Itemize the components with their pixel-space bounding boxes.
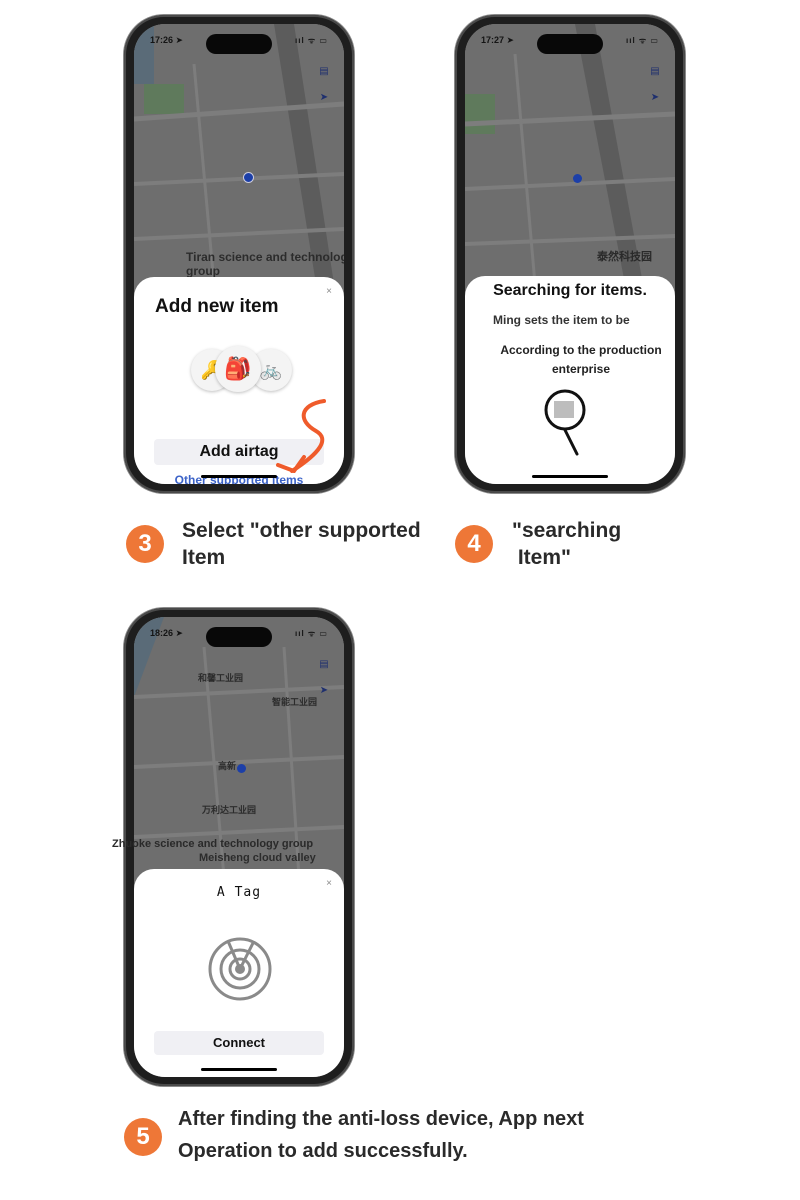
connect-button[interactable]: Connect [154,1031,324,1055]
status-time: 17:27 ➤ [481,35,515,45]
sheet-title: Add new item [155,296,279,317]
sheet-title: A Tag [216,885,262,900]
map-label-group: Tiran science and technology group [186,250,344,278]
step-5-text: After finding the anti-loss device, App … [178,1108,584,1162]
status-icons: ııl ᯤ ▭ [295,629,328,638]
map-label-b: 智能工业园 [272,697,318,707]
location-arrow-icon[interactable]: ➤ [650,92,660,103]
home-indicator [201,475,277,478]
sheet-title: Searching for items. [493,282,647,299]
status-line-1: Ming sets the item to be [493,313,630,327]
add-airtag-button[interactable]: Add airtag [154,439,324,465]
location-arrow-icon[interactable]: ➤ [319,685,329,696]
status-time: 18:26 ➤ [150,628,184,638]
map-view[interactable] [134,24,344,484]
phone-screen: 17:26 ➤ ııl ᯤ ▭ ▤ ➤ Tiran science and te… [134,24,344,484]
phone-screen: 18:26 ➤ ııl ᯤ ▭ ▤ ➤ 和馨工业园 智能工业园 高新 万利达工业… [134,617,344,1077]
user-location-dot [237,764,246,773]
phone-screen: 17:27 ➤ ııl ᯤ ▭ ▤ ➤ 泰然科技园 Searching for … [465,24,675,484]
step-5-badge: 5 [124,1118,162,1156]
location-arrow-icon[interactable]: ➤ [319,92,329,103]
searching-sheet: Searching for items. Ming sets the item … [465,276,675,484]
step-3-badge: 3 [126,525,164,563]
home-indicator [201,1068,277,1071]
map-label-d: 万利达工业园 [202,805,257,815]
radar-icon [208,937,272,1001]
close-icon[interactable]: × [326,878,332,889]
dynamic-island [206,627,272,647]
status-icons: ııl ᯤ ▭ [295,36,328,45]
map-icon[interactable]: ▤ [319,66,329,77]
map-label-meisheng: Meisheng cloud valley [199,852,316,864]
map-icon[interactable]: ▤ [650,66,660,77]
dynamic-island [206,34,272,54]
map-icon[interactable]: ▤ [319,659,329,670]
home-indicator [532,475,608,478]
dynamic-island [537,34,603,54]
step-3-text: Select "other supported Item [182,519,421,569]
status-time: 17:26 ➤ [150,35,184,45]
connect-sheet: A Tag × Connect [134,869,344,1077]
map-label-zhuoke: Zhuoke science and technology group [112,838,314,850]
other-supported-items-link[interactable]: Other supported items [174,473,304,484]
add-item-sheet: Add new item × 🔑 🚲 🎒 Add airtag Other su… [134,277,344,484]
map-label-park: 泰然科技园 [597,251,652,263]
status-icons: ııl ᯤ ▭ [626,36,659,45]
phone-connect: 18:26 ➤ ııl ᯤ ▭ ▤ ➤ 和馨工业园 智能工业园 高新 万利达工业… [124,608,354,1086]
annotation-arrow [276,399,326,473]
phone-searching: 17:27 ➤ ııl ᯤ ▭ ▤ ➤ 泰然科技园 Searching for … [455,15,685,493]
map-label-c: 高新 [218,761,237,771]
backpack-icon: 🎒 [215,346,261,392]
step-4-badge: 4 [455,525,493,563]
map-label-a: 和馨工业园 [198,673,244,683]
user-location-dot [573,174,582,183]
close-icon[interactable]: × [326,286,332,297]
phone-add-new-item: 17:26 ➤ ııl ᯤ ▭ ▤ ➤ Tiran science and te… [124,15,354,493]
step-4-text: "searching Item" [512,519,622,569]
magnifier-icon [544,389,586,456]
status-line-2: According to the production enterprise [500,343,662,376]
user-location-dot [243,172,254,183]
